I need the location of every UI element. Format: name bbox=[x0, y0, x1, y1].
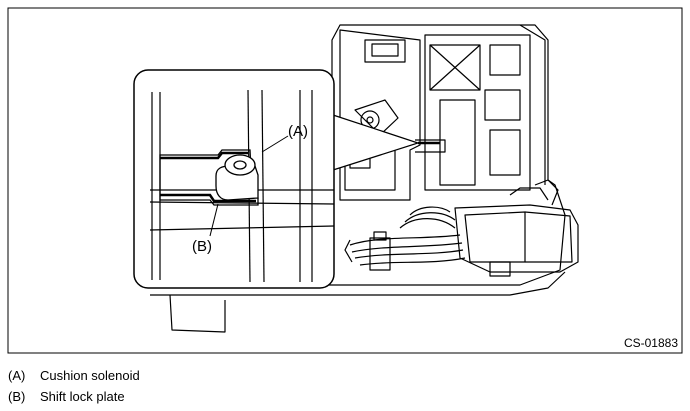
detail-inset: (A) (B) bbox=[133, 69, 335, 289]
legend-label: Shift lock plate bbox=[40, 389, 125, 404]
callout-a-label: (A) bbox=[288, 123, 308, 140]
figure-frame bbox=[7, 7, 683, 354]
callout-b-leader bbox=[209, 203, 219, 237]
legend-item: (A) Cushion solenoid bbox=[8, 365, 140, 386]
legend-label: Cushion solenoid bbox=[40, 368, 140, 383]
cushion-solenoid bbox=[215, 154, 259, 201]
detail-leader bbox=[332, 114, 420, 171]
legend-item: (B) Shift lock plate bbox=[8, 386, 140, 407]
callout-b-label: (B) bbox=[192, 238, 212, 255]
legend-key: (B) bbox=[8, 389, 26, 404]
legend: (A) Cushion solenoid (B) Shift lock plat… bbox=[8, 365, 140, 407]
figure-code: CS-01883 bbox=[623, 336, 678, 350]
callout-a-leader bbox=[261, 135, 289, 153]
legend-key: (A) bbox=[8, 368, 26, 383]
